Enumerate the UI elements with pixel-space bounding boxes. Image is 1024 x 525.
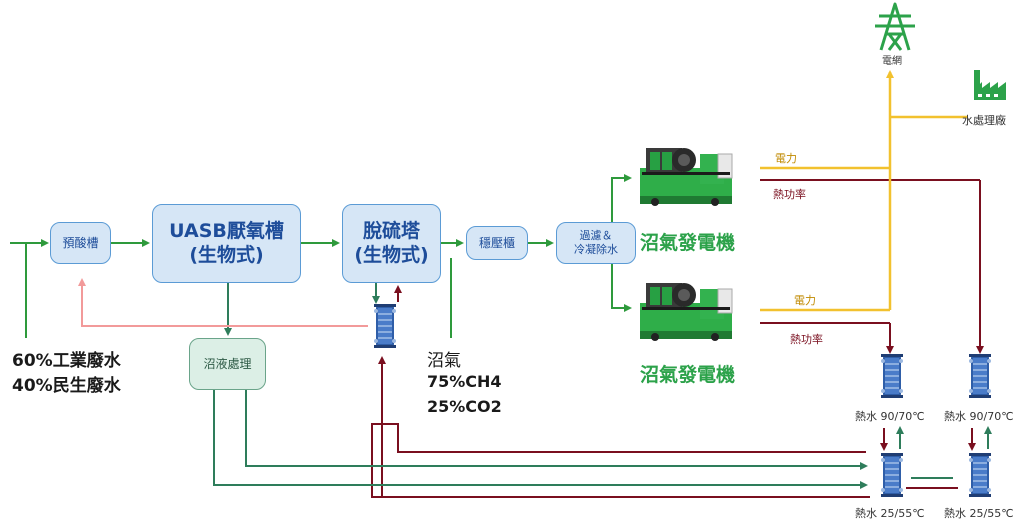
biogas-co2: 25%CO2: [427, 397, 502, 416]
heat-bottom-label: 熱功率: [790, 333, 823, 346]
biogas-ch4: 75%CH4: [427, 372, 502, 391]
sludge-return: [213, 390, 992, 489]
warm-water-left-label: 熱水 25/55℃: [855, 507, 925, 520]
heat-exchanger-hot-right-icon: [968, 353, 992, 399]
heat-top-label: 熱功率: [773, 188, 806, 201]
filter-label: 過濾＆: [579, 229, 613, 243]
uasb-label: UASB厭氧槽: [169, 219, 284, 242]
power-lines: [760, 70, 968, 312]
desulf-sublabel: (生物式): [354, 243, 429, 266]
sludge-label: 沼液處理: [203, 356, 252, 371]
pressure-tank: 穩壓櫃: [466, 226, 528, 260]
heat-exchanger-hot-left-icon: [880, 353, 904, 399]
recycle-line: [78, 278, 368, 327]
desulf-heat-exchanger-icon: [373, 303, 397, 349]
input-industrial: 60%工業廢水: [12, 351, 121, 371]
water-plant-label: 水處理廠: [962, 114, 1006, 127]
desulf-label: 脫硫塔: [362, 219, 420, 242]
warm-water-right-label: 熱水 25/55℃: [944, 507, 1014, 520]
desulf-hx-arrows: [372, 283, 402, 304]
pressure-label: 穩壓櫃: [478, 235, 515, 250]
generator-top-icon: [639, 147, 733, 207]
condenser-label: 冷凝除水: [574, 243, 618, 256]
power-bottom-label: 電力: [794, 294, 816, 307]
pre-acid-tank: 預酸槽: [50, 222, 111, 264]
uasb-tank: UASB厭氧槽 (生物式): [152, 204, 301, 283]
heat-exchanger-warm-right-icon: [968, 452, 992, 498]
power-top-label: 電力: [775, 152, 797, 165]
uasb-sublabel: (生物式): [189, 243, 264, 266]
pre-acid-label: 預酸槽: [62, 235, 99, 250]
power-tower-icon: [875, 2, 915, 51]
heat-exchanger-warm-left-icon: [880, 452, 904, 498]
factory-icon: [974, 70, 1006, 100]
grid-label: 電網: [882, 56, 902, 67]
heat-loop: [371, 179, 984, 498]
hot-water-right-label: 熱水 90/70℃: [944, 410, 1014, 423]
generator-top-label: 沼氣發電機: [640, 232, 736, 254]
filter-condenser: 過濾＆ 冷凝除水: [556, 222, 636, 264]
biogas-title: 沼氣: [427, 351, 461, 371]
sludge-treatment: 沼液處理: [189, 338, 266, 390]
generator-bottom-icon: [639, 282, 733, 342]
hot-water-left-label: 熱水 90/70℃: [855, 410, 925, 423]
input-domestic: 40%民生廢水: [12, 376, 121, 396]
desulfurizer-tower: 脫硫塔 (生物式): [342, 204, 441, 283]
generator-bottom-label: 沼氣發電機: [640, 364, 736, 386]
